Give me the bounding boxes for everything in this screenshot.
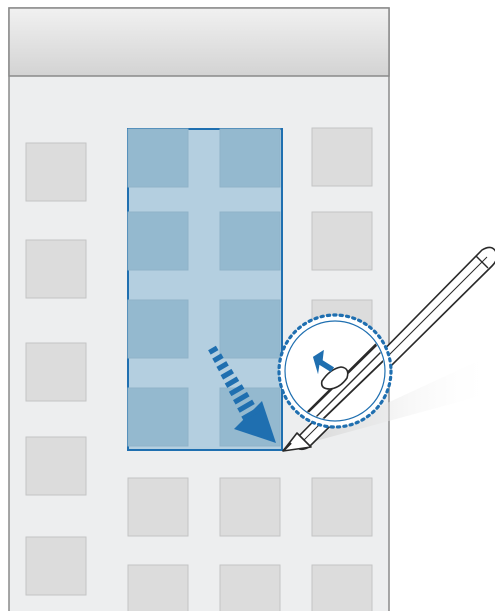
app-tile [312, 212, 372, 270]
arrow-stripe [221, 364, 224, 368]
arrow-stripe [240, 396, 243, 400]
screen-header [9, 8, 389, 76]
selected-app-tile [220, 129, 280, 187]
arrow-stripe [249, 412, 252, 416]
selection-area [128, 129, 282, 450]
selected-app-tile [128, 212, 188, 270]
arrow-stripe [212, 348, 215, 352]
app-tile [128, 478, 188, 536]
arrow-stripe [231, 380, 234, 384]
arrow-stripe [226, 372, 229, 376]
app-tile [26, 437, 86, 495]
app-tile [312, 565, 372, 611]
selected-app-tile [128, 129, 188, 187]
selected-app-tile [220, 300, 280, 358]
app-tile [220, 478, 280, 536]
app-tile [312, 128, 372, 186]
selected-app-tile [220, 212, 280, 270]
app-tile [26, 343, 86, 401]
app-tile [128, 565, 188, 611]
app-tile [312, 478, 372, 536]
app-tile [220, 565, 280, 611]
app-tile [26, 537, 86, 595]
arrow-stripe [245, 404, 248, 408]
selected-app-tile [128, 388, 188, 446]
arrow-stripe [217, 356, 220, 360]
app-tile [26, 143, 86, 201]
selected-app-tile [128, 300, 188, 358]
app-tile [26, 240, 86, 298]
arrow-stripe [235, 388, 238, 392]
